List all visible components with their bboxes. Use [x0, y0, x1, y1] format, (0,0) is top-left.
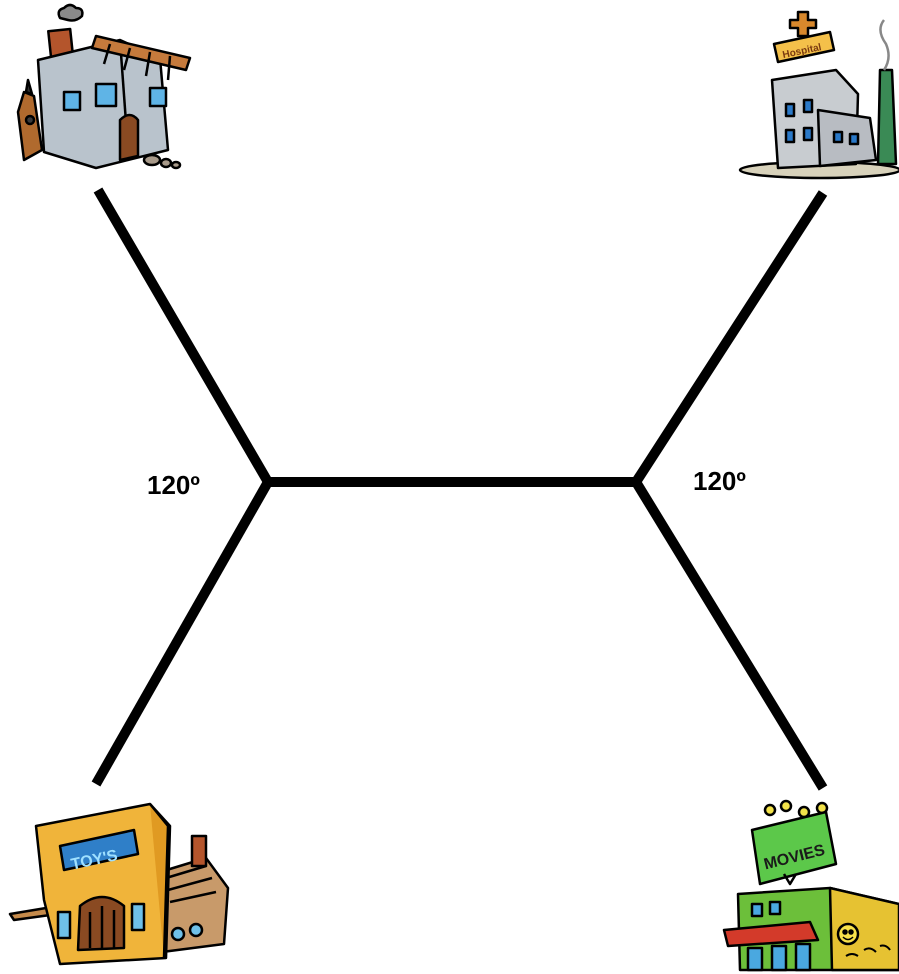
house-icon: [18, 5, 190, 168]
road-top-left: [98, 190, 268, 482]
toy-store-icon: TOY'S: [10, 804, 228, 964]
angle-label-left: 120º: [147, 470, 200, 500]
movie-theater-icon: MOVIES: [724, 801, 899, 970]
road-top-right: [636, 193, 823, 482]
hospital-icon: Hospital: [740, 12, 899, 178]
road-bottom-right: [636, 482, 823, 788]
road-bottom-left: [96, 482, 268, 784]
angle-label-right: 120º: [693, 466, 746, 496]
